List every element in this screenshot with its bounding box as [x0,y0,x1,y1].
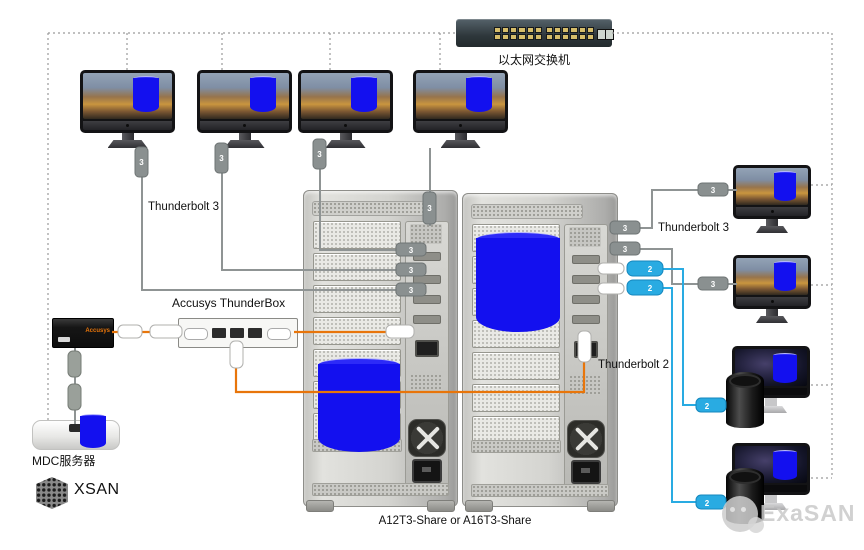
switch-uplink-port [605,29,614,40]
accusys-thunderbox [178,318,298,348]
tb3-connector-number: 3 [711,280,716,289]
thunderbolt2-label: Thunderbolt 2 [598,359,669,371]
exasan-watermark: ExaSAN [760,500,856,526]
xsan-label: XSAN [74,481,120,498]
tb3-connector-number: 3 [623,245,628,254]
cooling-fan [408,419,446,457]
imac-pro-workstation-right-2 [733,255,811,323]
accusys-adapter-box: Accusys [52,318,114,348]
display-wallpaper [735,349,807,386]
power-inlet [412,459,442,483]
tb3-connector-number: 3 [219,154,224,163]
mac-pro-cylinder-1 [726,372,764,428]
database-cylinder-icon [476,232,560,332]
switch-port-group-2 [546,27,594,40]
imac-wallpaper [736,168,808,205]
ethernet-port [574,341,598,358]
mdc-server-label: MDC服务器 [32,454,96,468]
database-cylinder-icon [774,261,796,291]
database-cylinder-icon [80,414,106,448]
tower-top-vent [312,201,424,216]
imac-wallpaper [200,73,289,119]
thunderbox-port [212,328,226,338]
xsan-logo-icon [36,477,68,509]
database-cylinder-icon [318,358,400,452]
imac-pro-workstation-1 [80,70,175,148]
thunderbox-port [267,328,291,340]
thunderbolt3-left-label: Thunderbolt 3 [148,201,219,213]
thunderbolt3-right-label: Thunderbolt 3 [658,222,729,234]
imac-pro-workstation-right-1 [733,165,811,233]
imac-pro-workstation-4 [413,70,508,148]
imac-wallpaper [301,73,390,119]
storage-tower-1 [303,190,458,512]
imac-pro-workstation-3 [298,70,393,148]
imac-wallpaper [83,73,172,119]
ethernet-switch [456,19,614,47]
tb2-connector-number: 2 [648,265,653,274]
tb3-connector-number: 3 [139,158,144,167]
tb2-connector-number: 2 [705,499,710,508]
tb2-connectors: 2 2 2 2 [626,260,727,510]
tb3-connector-number: 3 [711,186,716,195]
imac-wallpaper [736,258,808,295]
tb2-connector-number: 2 [705,402,710,411]
database-cylinder-icon [133,76,159,112]
tb3-connector-number: 3 [317,150,322,159]
thunderbox-port [230,328,244,338]
accusys-brand-label: Accusys [85,328,110,334]
tb2-connector-number: 2 [648,284,653,293]
imac-wallpaper [416,73,505,119]
database-cylinder-icon [773,450,797,480]
thunderbox-port [184,328,208,340]
thunderbox-label: Accusys ThunderBox [172,296,286,310]
exasan-logo-icon [748,517,764,533]
database-cylinder-icon [250,76,276,112]
database-cylinder-icon [466,76,492,112]
ethernet-switch-label: 以太网交换机 [497,53,570,67]
database-cylinder-icon [773,353,797,383]
database-cylinder-icon [351,76,377,112]
tower-caption: A12T3-Share or A16T3-Share [378,515,532,527]
thunderbox-port [248,328,262,338]
tower-top-vent [471,204,583,219]
cooling-fan [567,420,605,458]
imac-pro-workstation-2 [197,70,292,148]
tb3-connector-number: 3 [623,224,628,233]
power-inlet [571,460,601,484]
database-cylinder-icon [774,171,796,201]
mdc-server-mac-mini [32,420,120,450]
switch-port-group-1 [494,27,542,40]
thunderbolt2-cables [660,268,698,503]
ethernet-port [415,340,439,357]
